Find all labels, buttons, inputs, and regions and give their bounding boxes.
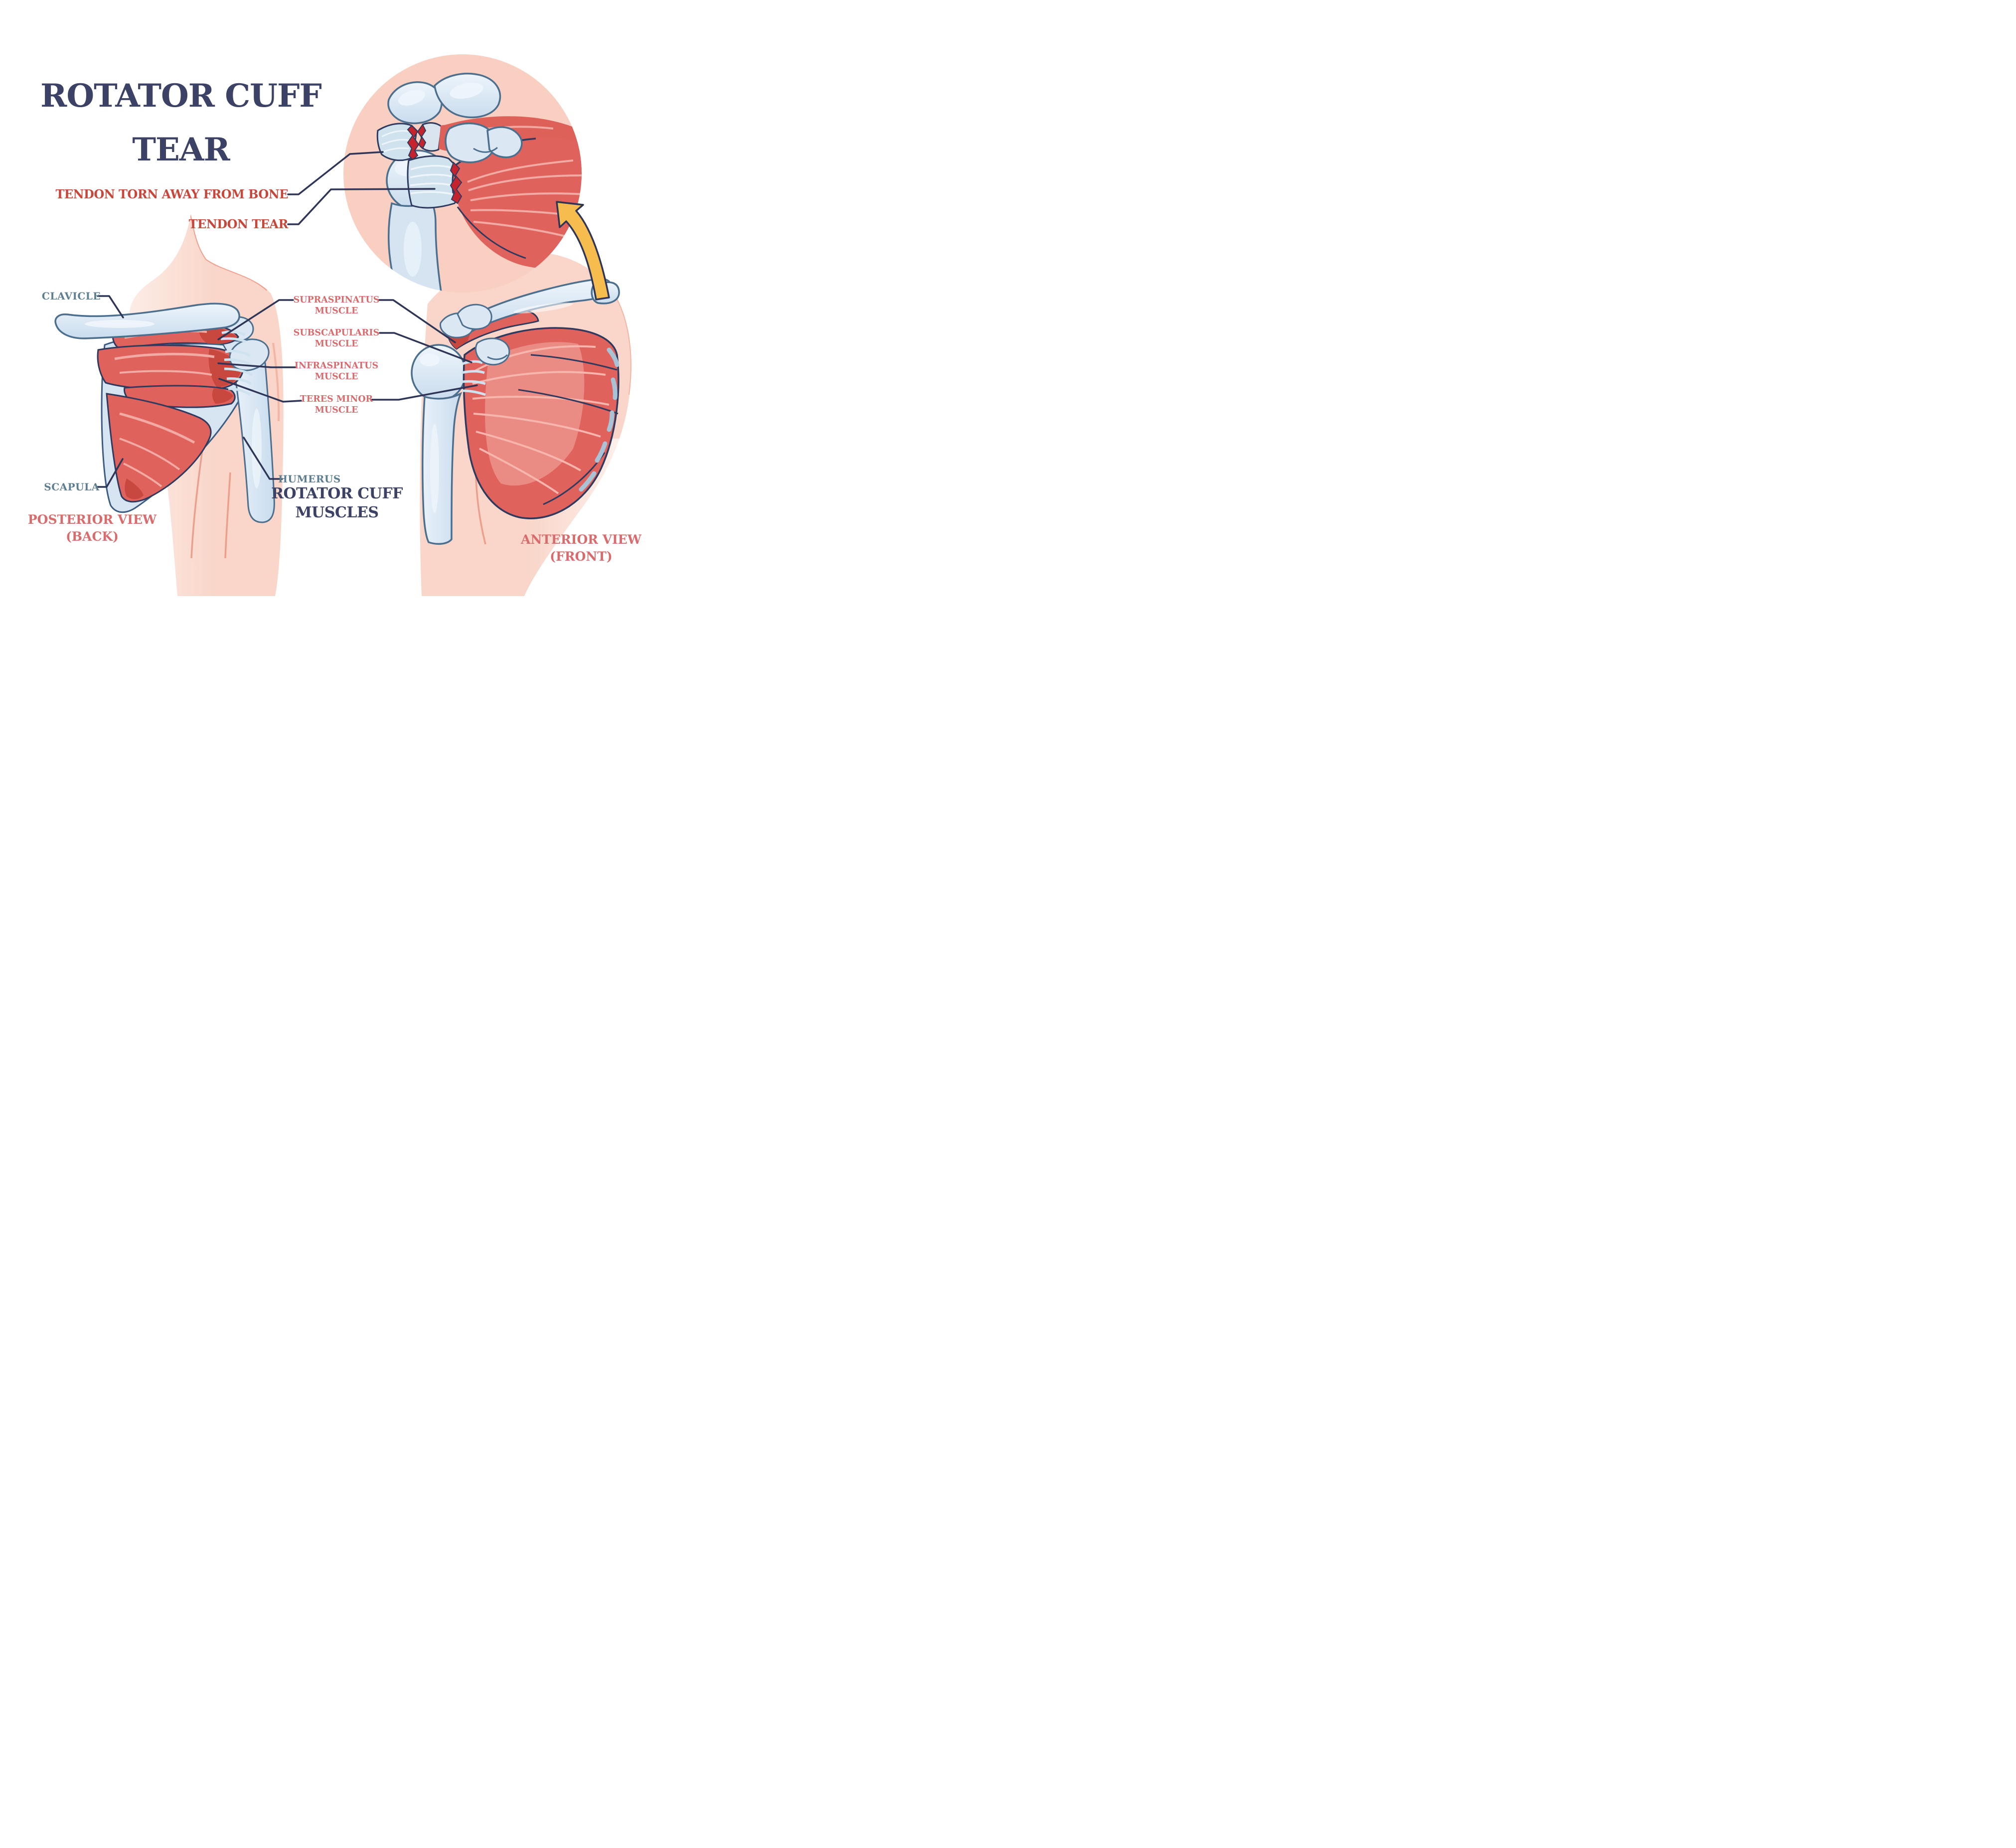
leader-lines <box>97 151 478 488</box>
posterior-infraspinatus-muscle <box>97 344 244 391</box>
inset-acromion <box>387 81 443 125</box>
caption-posterior-line1: POSTERIOR VIEW <box>27 512 157 527</box>
label-supraspinatus-line1: SUPRASPINATUS <box>293 295 380 305</box>
posterior-clavicle-bone <box>54 303 240 339</box>
leader-tendon-tear <box>287 188 436 225</box>
caption-posterior-view: POSTERIOR VIEW (BACK) <box>17 511 167 545</box>
anterior-humerus-bone <box>411 344 466 545</box>
label-subscapularis-muscle: SUBSCAPULARIS MUSCLE <box>262 327 411 349</box>
label-teres-minor-line1: TERES MINOR <box>300 394 373 404</box>
caption-posterior-line2: (BACK) <box>66 529 119 544</box>
label-subscapularis-line2: MUSCLE <box>314 339 358 349</box>
leader-teres-minor-right <box>371 384 478 401</box>
tear-closeup-inset <box>343 54 582 293</box>
torn-tendon <box>407 155 463 209</box>
leader-scapula <box>97 458 124 488</box>
page-title-line1: ROTATOR CUFF <box>40 77 322 115</box>
page-title-line2: TEAR <box>132 131 230 168</box>
leader-supraspinatus-right <box>378 299 456 343</box>
label-infraspinatus-muscle: INFRASPINATUS MUSCLE <box>262 360 411 382</box>
caption-rotator-cuff-muscles-line2: MUSCLES <box>295 504 379 521</box>
label-supraspinatus-line2: MUSCLE <box>314 306 358 316</box>
curved-arrow-icon <box>556 201 610 301</box>
posterior-view-illustration <box>54 214 284 596</box>
anatomy-artwork <box>54 54 631 596</box>
label-tendon-torn: TENDON TORN AWAY FROM BONE <box>55 187 288 201</box>
posterior-lower-scapular-muscle <box>106 393 212 503</box>
leader-teres-minor-left <box>218 378 302 403</box>
anterior-coracoid <box>475 337 510 366</box>
caption-anterior-view: ANTERIOR VIEW (FRONT) <box>506 531 656 565</box>
leader-tendon-torn <box>287 151 384 195</box>
caption-rotator-cuff-muscles-line1: ROTATOR CUFF <box>271 485 403 502</box>
label-scapula: SCAPULA <box>44 481 100 493</box>
leader-clavicle <box>97 295 124 318</box>
anterior-acromion <box>440 304 492 338</box>
leader-humerus <box>243 437 283 480</box>
leader-subscapularis-right <box>379 332 472 363</box>
posterior-humerus-bone <box>232 356 275 523</box>
label-clavicle: CLAVICLE <box>41 290 101 302</box>
label-humerus: HUMERUS <box>278 473 341 485</box>
rotator-cuff-diagram: ROTATOR CUFF TEAR TENDON TORN AWAY FROM … <box>0 0 672 616</box>
leader-supraspinatus-left <box>217 299 294 340</box>
label-teres-minor-muscle: TERES MINOR MUSCLE <box>262 394 411 416</box>
label-supraspinatus-muscle: SUPRASPINATUS MUSCLE <box>262 295 411 316</box>
label-infraspinatus-line2: MUSCLE <box>314 372 358 382</box>
anterior-subscapularis-muscle <box>461 327 620 519</box>
label-tendon-tear: TENDON TEAR <box>188 217 289 231</box>
inset-clavicle <box>434 73 501 119</box>
tendon-stump <box>376 123 420 161</box>
inset-coracoid <box>445 122 523 163</box>
leader-infraspinatus-left <box>217 362 296 368</box>
caption-rotator-cuff-muscles: ROTATOR CUFF MUSCLES <box>262 484 412 522</box>
label-teres-minor-line2: MUSCLE <box>314 405 358 415</box>
caption-anterior-line1: ANTERIOR VIEW <box>521 532 641 547</box>
label-subscapularis-line1: SUBSCAPULARIS <box>293 328 380 338</box>
page-title: ROTATOR CUFF TEAR <box>0 69 362 177</box>
label-infraspinatus-line1: INFRASPINATUS <box>294 361 379 371</box>
posterior-tendon-stripes <box>220 330 253 396</box>
caption-anterior-line2: (FRONT) <box>550 549 613 564</box>
